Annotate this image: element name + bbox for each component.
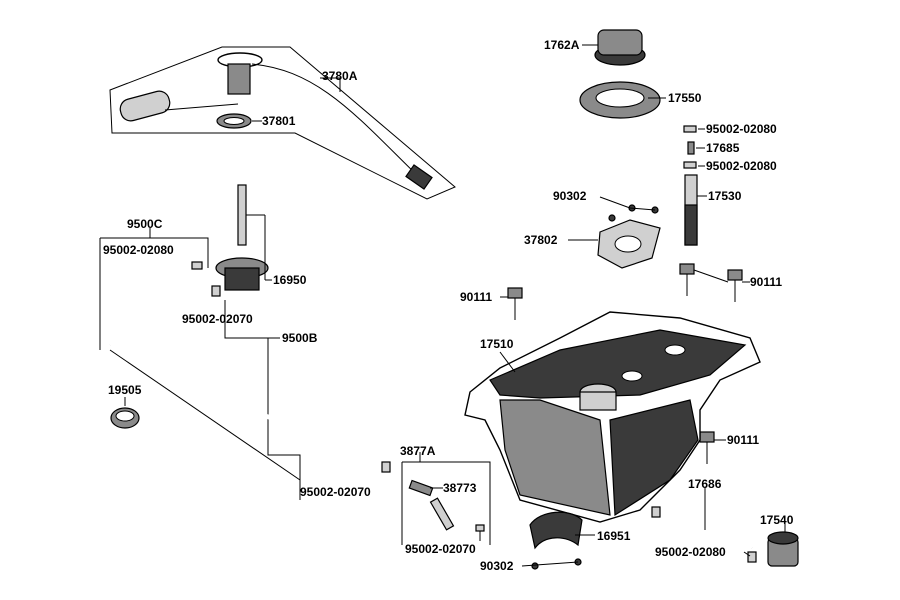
label-17510: 17510 (480, 337, 514, 351)
breather-tube-dark (684, 204, 698, 246)
outline-9500B-diag (109, 349, 301, 481)
hose-17686-group (651, 488, 799, 567)
tank-sender-hole (621, 370, 643, 382)
breather-parts (683, 125, 707, 246)
group-outline-3780A (109, 46, 456, 200)
label-38773: 38773 (443, 481, 477, 495)
label-17530: 17530 (708, 189, 742, 203)
hose-9500C-inner (107, 262, 196, 346)
sender-body (227, 63, 251, 95)
clamp-95002-02080-b (683, 161, 697, 169)
sender-harness (251, 63, 421, 179)
group-3877A (401, 452, 491, 545)
leader-90302-top (599, 196, 631, 209)
clamp-3877A (475, 524, 485, 532)
tank-side-face (609, 399, 699, 517)
label-3780A: 3780A (322, 69, 358, 83)
hose-groups (99, 184, 391, 500)
tank-filler-body (579, 391, 617, 411)
label-16951: 16951 (597, 529, 631, 543)
label-17550: 17550 (668, 91, 702, 105)
label-9500B: 9500B (282, 331, 318, 345)
clamp-19505 (110, 397, 140, 429)
bracket-hole (614, 235, 642, 253)
tube-3877A (429, 497, 455, 531)
leader-90302-bottom (521, 561, 579, 567)
clamp-95002-02080-a (683, 125, 697, 133)
sender-seal-hole (223, 117, 245, 125)
fuel-gauge-sender-group (109, 46, 456, 200)
screw-90302-a (608, 214, 616, 222)
clamp-17686-a (651, 506, 661, 518)
bracket-9500C (100, 237, 209, 268)
float-part (119, 90, 171, 122)
joint-38773 (408, 479, 434, 497)
label-9500C: 9500C (127, 217, 163, 231)
clamp-17686-b (747, 551, 757, 563)
label-19505: 19505 (108, 383, 142, 397)
leader-95002-02080-d (743, 551, 751, 557)
label-95002-02080-b: 95002-02080 (706, 159, 777, 173)
label-95002-02080-c: 95002-02080 (103, 243, 174, 257)
bolt-head-d (699, 431, 715, 443)
label-90111-a: 90111 (460, 290, 492, 304)
harness-connector (405, 164, 433, 190)
fuel-tank-17510 (464, 311, 761, 523)
bolt-head-a (679, 263, 695, 275)
float-arm (164, 103, 239, 111)
bolt-head-b (727, 269, 743, 281)
tank-vent-hole (664, 344, 686, 356)
clamp-19505-hole (115, 410, 135, 422)
leader-90302-top-b (629, 207, 656, 211)
label-3877A: 3877A (400, 444, 436, 458)
label-95002-02070-c: 95002-02070 (405, 542, 476, 556)
band-16951 (521, 511, 595, 570)
band-16951-part (529, 511, 583, 550)
label-16950: 16950 (273, 273, 307, 287)
screw-90302-d (531, 562, 539, 570)
label-17685: 17685 (706, 141, 740, 155)
bracket-3877A (402, 461, 491, 545)
fuel-cock-pipe (237, 184, 247, 246)
fuel-cock-base (224, 267, 260, 291)
label-17540: 17540 (760, 513, 794, 527)
label-37802: 37802 (524, 233, 558, 247)
leader-90111-b (693, 269, 729, 283)
bracket-9500B (224, 300, 301, 480)
valve-17540-top (767, 531, 799, 545)
tank-cap-body (597, 29, 643, 56)
label-95002-02070-a: 95002-02070 (182, 312, 253, 326)
label-90302-top: 90302 (553, 189, 587, 203)
tank-cap-group (579, 29, 666, 119)
clamp-9500B-b (381, 461, 391, 473)
tank-front-face (499, 399, 611, 516)
label-90111-c: 90111 (727, 433, 759, 447)
bolt-head-c (507, 287, 523, 299)
label-90111-b: 90111 (750, 275, 782, 289)
leader-17510 (499, 351, 516, 373)
strainer-inner (595, 88, 645, 108)
label-1762A: 1762A (544, 38, 580, 52)
label-95002-02070-b: 95002-02070 (300, 485, 371, 499)
label-37801: 37801 (262, 114, 296, 128)
hose-9500C (109, 264, 196, 346)
joint-17685 (687, 141, 695, 155)
hose-9500B-inner (166, 287, 386, 468)
sender-bracket-group (568, 196, 661, 269)
label-95002-02080-a: 95002-02080 (706, 122, 777, 136)
label-95002-02080-d: 95002-02080 (655, 545, 726, 559)
label-17686: 17686 (688, 477, 722, 491)
clamp-9500B-a (211, 285, 221, 297)
hose-17686-inner (659, 509, 753, 551)
clamp-9500C (191, 261, 203, 270)
label-90302-bottom: 90302 (480, 559, 514, 573)
